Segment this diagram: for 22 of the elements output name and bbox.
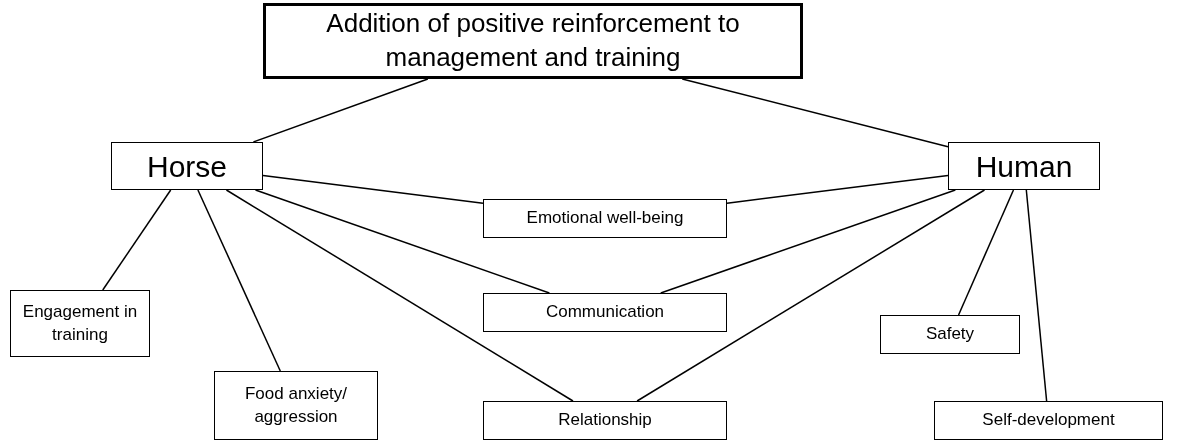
connector-line [262, 174, 484, 204]
text-box: Self-development [934, 401, 1163, 440]
text-box: Communication [483, 293, 727, 332]
connector-line [726, 174, 949, 204]
connector-line [660, 189, 957, 294]
text-box: Human [948, 142, 1100, 190]
connector-line [254, 189, 551, 294]
connector-line [1025, 189, 1048, 402]
text-box: Safety [880, 315, 1020, 354]
connector-line [636, 189, 986, 402]
text-box: Emotional well-being [483, 199, 727, 238]
connector-line [102, 189, 172, 291]
text-box: Horse [111, 142, 263, 190]
connector-line [197, 189, 282, 372]
connector-line [957, 189, 1015, 316]
connector-line [225, 189, 574, 402]
connector-line [252, 78, 429, 143]
connector-line [681, 78, 949, 148]
text-box: Addition of positive reinforcement to management and training [263, 3, 803, 79]
text-box: Engagement in training [10, 290, 150, 357]
text-box: Food anxiety/ aggression [214, 371, 378, 440]
text-box: Relationship [483, 401, 727, 440]
